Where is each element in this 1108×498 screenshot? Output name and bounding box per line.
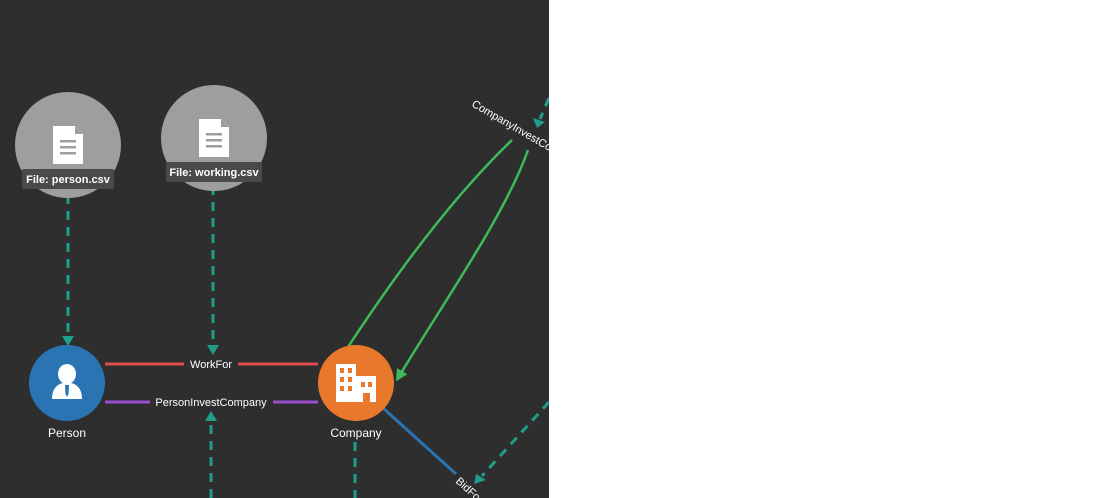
file-node-working-csv[interactable]: File: working.csv — [161, 85, 267, 191]
file-node-person-csv[interactable]: File: person.csv — [15, 92, 121, 198]
edge-label-workfor: WorkFor — [190, 359, 232, 371]
edge-label-personinvestcompany: PersonInvestCompany — [155, 397, 267, 409]
edge-bidfor[interactable]: BidFo — [381, 406, 482, 498]
graph-svg: WorkFor PersonInvestCompany CompanyInves… — [15, 85, 549, 498]
node-label-person: Person — [48, 426, 86, 440]
node-person[interactable]: Person — [29, 345, 105, 440]
data-link-person-csv — [62, 195, 74, 346]
node-company[interactable]: Company — [318, 345, 394, 440]
data-link-bidfor — [474, 400, 549, 484]
file-label-person-csv: File: person.csv — [26, 174, 111, 186]
data-link-companyinvest — [533, 97, 549, 128]
node-label-company: Company — [330, 426, 381, 440]
file-label-working-csv: File: working.csv — [169, 167, 259, 179]
edge-companyinvestcompany[interactable]: CompanyInvestCo — [346, 98, 549, 382]
file-icon — [53, 126, 83, 164]
graph-canvas[interactable]: WorkFor PersonInvestCompany CompanyInves… — [0, 0, 549, 498]
data-link-bottom-person-invest — [205, 411, 217, 498]
edge-workfor[interactable]: WorkFor — [105, 359, 318, 371]
building-icon — [336, 364, 376, 402]
edge-personinvestcompany[interactable]: PersonInvestCompany — [105, 397, 318, 409]
data-link-working-csv — [207, 186, 219, 355]
file-icon — [199, 119, 229, 157]
blank-panel — [549, 0, 1108, 498]
person-icon — [52, 364, 82, 399]
